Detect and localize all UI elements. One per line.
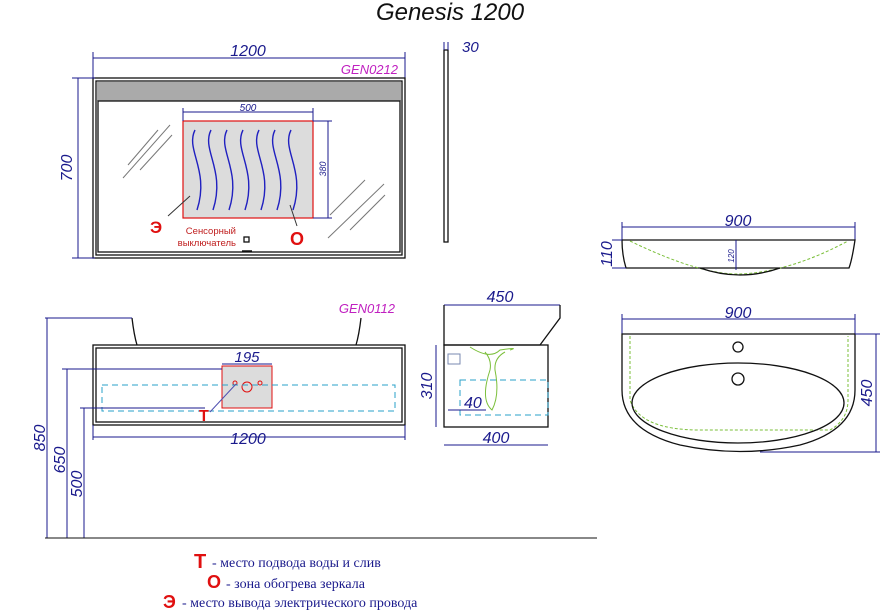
plumbing-width-dim: 195 — [234, 349, 260, 366]
cabinet-code: GEN0112 — [339, 301, 396, 316]
marker-e: Э — [150, 218, 162, 237]
mirror-height-dim: 700 — [59, 155, 76, 182]
legend-text-o: - зона обогрева зеркала — [226, 577, 366, 592]
side-top-dim: 450 — [487, 289, 514, 306]
cabinet-width-dim: 1200 — [230, 431, 266, 448]
heating-width-dim: 500 — [240, 103, 257, 114]
drawing-title: Genesis 1200 — [376, 0, 525, 26]
touch-switch-icon — [243, 236, 250, 243]
side-height-dim: 310 — [419, 373, 436, 400]
marker-t: Т — [199, 408, 209, 425]
basin-top-width-dim: 900 — [725, 305, 752, 322]
height-850-dim: 850 — [32, 425, 49, 452]
side-offset-dim: 40 — [464, 395, 482, 412]
side-bottom-dim: 400 — [483, 430, 510, 447]
heating-zone — [182, 120, 314, 219]
cabinet-side-view: 450 310 40 400 — [419, 289, 561, 447]
switch-label-line1: Сенсорный — [186, 226, 236, 237]
basin-top-depth-dim: 450 — [859, 380, 876, 407]
basin-front-height-dim: 110 — [599, 241, 616, 267]
plumbing-zone — [221, 365, 273, 409]
height-650-dim: 650 — [52, 447, 69, 474]
mirror-depth-dim: 30 — [462, 39, 479, 56]
mirror-width-dim: 1200 — [230, 43, 266, 60]
bowl-depth-dim: 120 — [727, 249, 736, 263]
switch-label-line2: выключатель — [178, 238, 236, 249]
basin-top-view: 900 450 — [621, 305, 880, 453]
mirror-front-view: 1200 GEN0212 700 500 380 Э О Сенсорный в… — [59, 43, 406, 259]
cabinet-front-view: GEN0112 195 Т 1200 850 650 500 — [32, 301, 597, 539]
heating-height-dim: 380 — [318, 161, 328, 176]
hidden-drawer-outline — [101, 384, 396, 412]
height-500-dim: 500 — [69, 471, 86, 498]
legend-text-e: - место вывода электрического провода — [182, 596, 418, 611]
mirror-code: GEN0212 — [341, 62, 399, 77]
legend-marker-e: Э — [163, 592, 176, 612]
legend: Т - место подвода воды и слив О - зона о… — [163, 551, 418, 612]
legend-marker-t: Т — [194, 551, 206, 573]
heating-waves-icon — [191, 129, 298, 211]
basin-front-view: 900 120 110 — [599, 213, 856, 276]
marker-o: О — [290, 229, 304, 249]
legend-text-t: - место подвода воды и слив — [212, 556, 381, 571]
basin-front-width-dim: 900 — [725, 213, 752, 230]
mirror-side-view: 30 — [443, 39, 479, 243]
legend-marker-o: О — [207, 572, 221, 592]
